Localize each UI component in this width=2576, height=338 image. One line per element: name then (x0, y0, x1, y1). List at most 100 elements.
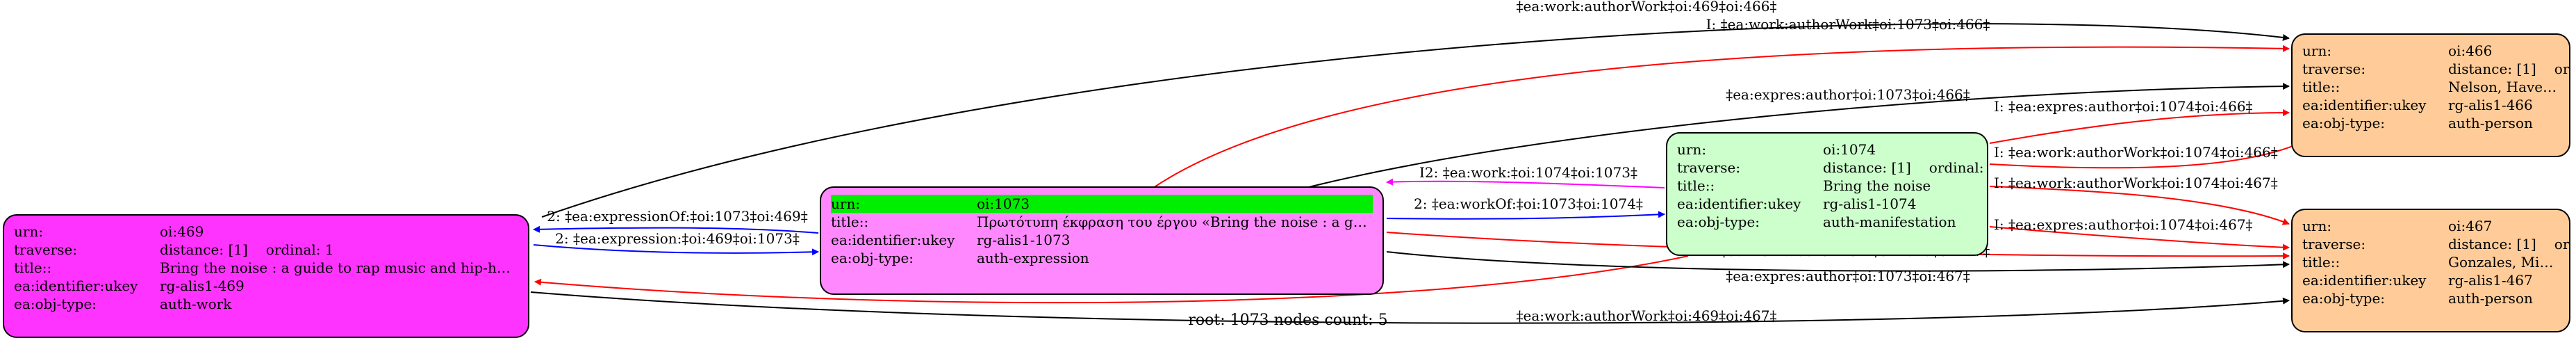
key: ea:obj-type: (831, 250, 914, 266)
value: distance: [1] (2448, 61, 2536, 77)
key: traverse: (2302, 61, 2366, 77)
edge-label: I: ‡ea:expres:author‡oi:1074‡oi:467‡ (1994, 216, 2253, 233)
key: urn: (14, 223, 44, 240)
key: ea:identifier:ukey (2302, 97, 2427, 113)
row-urn-highlighted: urn: oi:1073 (831, 195, 1373, 213)
value: rg-alis1-1074 (1823, 195, 1917, 212)
edge-n1074-n469 (534, 255, 1689, 304)
edge-label: ‡ea:work:authorWork‡oi:469‡oi:467‡ (1516, 307, 1776, 324)
row-obj-type: ea:obj-type:auth-manifestation (1677, 213, 1977, 231)
edge-n1074-n466 (1989, 109, 2290, 144)
value: auth-work (160, 296, 232, 312)
value: auth-person (2448, 290, 2533, 307)
edge-label: I: ‡ea:expres:author‡oi:1074‡oi:466‡ (1994, 98, 2253, 115)
value: oi:1074 (1823, 141, 1876, 158)
value: rg-alis1-466 (2448, 97, 2533, 113)
key: title:: (14, 259, 52, 276)
ordinal: ordinal: 4 (2554, 236, 2570, 252)
key: ea:obj-type: (1677, 214, 1760, 230)
value: rg-alis1-467 (2448, 272, 2533, 289)
key: ea:obj-type: (2302, 115, 2386, 131)
key: ea:obj-type: (14, 296, 97, 312)
key: traverse: (1677, 159, 1741, 176)
value: Bring the noise : a guide to rap music a… (160, 259, 518, 276)
row-urn: urn: oi:469 (14, 223, 518, 241)
row-obj-type: ea:obj-type: auth-expression (831, 249, 1373, 267)
key: ea:identifier:ukey (1677, 195, 1801, 212)
edge-label: I: ‡ea:work:authorWork‡oi:1074‡oi:467‡ (1994, 175, 2278, 191)
key: urn: (2302, 218, 2332, 234)
edge-n1073-n467 (1386, 251, 2290, 272)
edge-label: I2: ‡ea:work:‡oi:1074‡oi:1073‡ (1419, 164, 1637, 181)
edge-n1074-n466 (1989, 142, 2300, 169)
key: urn: (1677, 141, 1707, 158)
node-oi-467[interactable]: urn: oi:467 traverse: distance: [1] ordinal… (2291, 209, 2570, 332)
edge-n1073-n466 (1305, 83, 2290, 188)
value: oi:467 (2448, 218, 2493, 234)
row-identifier: ea:identifier:ukey rg-alis1-466 (2302, 96, 2559, 114)
value: rg-alis1-469 (160, 277, 245, 294)
edge-label: ‡ea:work:authorWork‡oi:469‡oi:466‡ (1516, 0, 1776, 15)
key: title:: (2302, 254, 2340, 271)
key: title:: (1677, 177, 1715, 194)
key: title:: (2302, 79, 2340, 95)
value: Gonzales, Michael A. (2448, 254, 2559, 271)
node-oi-1074[interactable]: urn: oi:1074 traverse: distance: [1] ordina… (1666, 132, 1988, 256)
edge-n1074-n467 (1989, 226, 2290, 251)
key: ea:identifier:ukey (14, 277, 138, 294)
row-title: title::Bring the noise : a guide to rap … (14, 259, 518, 277)
row-obj-type: ea:obj-type: auth-person (2302, 289, 2559, 307)
key: urn: (831, 195, 861, 212)
node-oi-1073[interactable]: urn: oi:1073 title::Πρωτότυπη έκφραση του… (820, 186, 1384, 295)
key: traverse: (2302, 236, 2366, 252)
row-urn: urn: oi:1074 (1677, 140, 1977, 159)
row-traverse: traverse: distance: [1] ordinal: 3 (2302, 60, 2569, 78)
edge-label: ‡ea:expres:author‡oi:1073‡oi:466‡ (1726, 86, 1970, 103)
value: auth-expression (977, 250, 1089, 266)
graph-footer: root: 1073 nodes count: 5 (1188, 312, 1388, 329)
ordinal: ordinal: 3 (2554, 61, 2570, 77)
row-identifier: ea:identifier:ukey rg-alis1-467 (2302, 271, 2559, 289)
edge-n1073-n466 (1153, 45, 2290, 188)
key: ea:identifier:ukey (2302, 272, 2427, 289)
node-oi-469[interactable]: urn: oi:469 traverse:distance: [1]ordinal… (3, 214, 529, 338)
edge-label: 2: ‡ea:expression:‡oi:469‡oi:1073‡ (555, 230, 800, 247)
row-urn: urn: oi:467 (2302, 217, 2559, 235)
key: ea:obj-type: (2302, 290, 2386, 307)
edge-n1073-n469 (533, 225, 819, 234)
value: distance: [1] (1823, 159, 1911, 176)
edge-label: I: ‡ea:work:authorWork‡oi:1073‡oi:466‡ (1706, 16, 1990, 33)
row-traverse: traverse: distance: [1] ordinal: 2 (1677, 159, 1987, 177)
row-title: title::Bring the noise (1677, 177, 1977, 195)
edge-label: I: ‡ea:work:authorWork‡oi:1074‡oi:466‡ (1994, 144, 2278, 161)
key: traverse: (14, 241, 78, 258)
edge-n1074-n467 (1989, 186, 2290, 225)
edge-n469-n466 (541, 23, 2290, 218)
value: oi:466 (2448, 42, 2493, 59)
node-oi-466[interactable]: urn: oi:466 traverse: distance: [1] ordinal… (2291, 33, 2570, 157)
value: Πρωτότυπη έκφραση του έργου «Bring the n… (977, 214, 1373, 230)
value: distance: [1] (2448, 236, 2536, 252)
value: oi:469 (160, 223, 204, 240)
key: title:: (831, 214, 869, 230)
value: oi:1073 (977, 195, 1030, 212)
edge-n1074-n1073 (1386, 178, 1665, 188)
value: rg-alis1-1073 (977, 232, 1071, 248)
row-title: title::Gonzales, Michael A. (2302, 253, 2559, 271)
row-title: title::Πρωτότυπη έκφραση του έργου «Brin… (831, 213, 1373, 231)
ordinal: ordinal: 2 (1929, 159, 1987, 176)
row-traverse: traverse:distance: [1]ordinal: 1 (14, 241, 518, 259)
edge-n1073-n1074 (1386, 211, 1665, 220)
row-identifier: ea:identifier:ukey rg-alis1-469 (14, 277, 518, 295)
key: ea:identifier:ukey (831, 232, 955, 248)
edge-label: 2: ‡ea:expressionOf:‡oi:1073‡oi:469‡ (547, 208, 807, 225)
row-title: title::Nelson, Havelock (2302, 78, 2559, 96)
edge-n469-n1073 (533, 244, 819, 256)
row-traverse: traverse: distance: [1] ordinal: 4 (2302, 235, 2569, 253)
edge-n469-n467 (530, 291, 2290, 324)
key: urn: (2302, 42, 2332, 59)
value: auth-person (2448, 115, 2533, 131)
row-identifier: ea:identifier:ukey rg-alis1-1073 (831, 231, 1373, 249)
value: Bring the noise (1823, 177, 1931, 194)
row-identifier: ea:identifier:ukey rg-alis1-1074 (1677, 195, 1977, 213)
